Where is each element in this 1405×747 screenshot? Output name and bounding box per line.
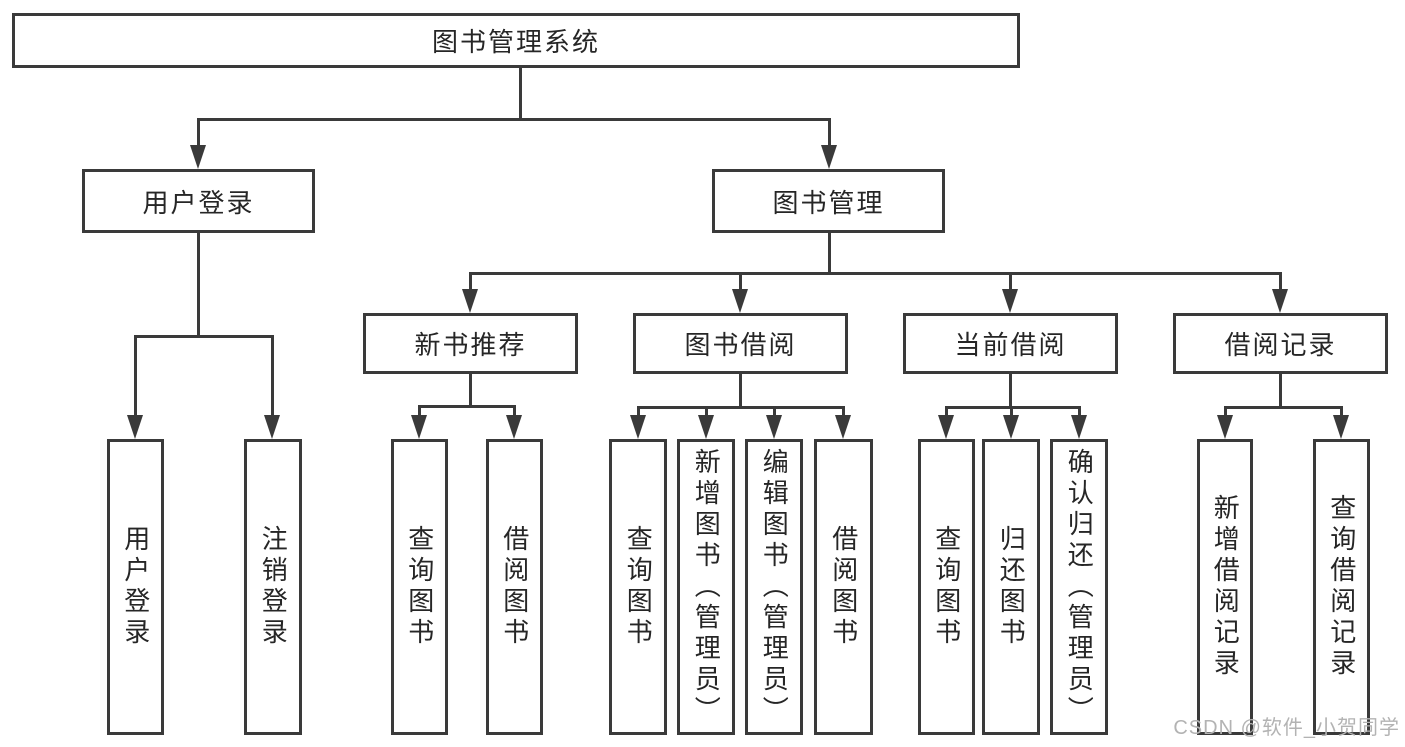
- arrowhead-down-icon: [1002, 289, 1018, 313]
- connector-vline: [637, 406, 640, 419]
- connector-vline: [773, 406, 776, 419]
- arrowhead-down-icon: [506, 415, 522, 439]
- node-library-management-system: 图书管理系统: [12, 13, 1020, 68]
- arrowhead-down-icon: [938, 415, 954, 439]
- arrowhead-down-icon: [411, 415, 427, 439]
- connector-vline: [271, 335, 274, 420]
- connector-vline: [1340, 406, 1343, 419]
- connector-hline: [945, 406, 1081, 409]
- leaf-nb-query-books: 查询图书: [391, 439, 448, 735]
- arrowhead-down-icon: [821, 145, 837, 169]
- leaf-br-query-borrow-record: 查询借阅记录: [1313, 439, 1370, 735]
- node-new-book-recommendation: 新书推荐: [363, 313, 578, 374]
- leaf-label: 归还图书: [996, 525, 1027, 649]
- leaf-label: 新增借阅记录: [1210, 494, 1241, 680]
- node-label: 新书推荐: [414, 330, 527, 360]
- arrowhead-down-icon: [462, 289, 478, 313]
- connector-vline: [1009, 372, 1012, 406]
- connector-vline: [739, 272, 742, 296]
- connector-vline: [739, 372, 742, 406]
- connector-hline: [1224, 406, 1342, 409]
- node-label: 图书管理: [772, 187, 885, 218]
- leaf-label: 注销登录: [258, 525, 289, 649]
- connector-vline: [418, 405, 421, 419]
- leaf-bb-add-book-admin: 新增图书（管理员）: [677, 439, 735, 735]
- connector-vline: [945, 406, 948, 419]
- leaf-label: 查询图书: [404, 525, 435, 649]
- connector-vline: [1009, 272, 1012, 296]
- connector-vline: [1078, 406, 1081, 419]
- connector-vline: [1279, 372, 1282, 406]
- leaf-label: 查询图书: [623, 525, 654, 649]
- connector-hline: [637, 406, 845, 409]
- connector-hline: [197, 118, 831, 121]
- connector-vline: [842, 406, 845, 419]
- arrowhead-down-icon: [127, 415, 143, 439]
- connector-vline: [1010, 406, 1013, 419]
- leaf-label: 确认归还（管理员）: [1064, 447, 1095, 727]
- arrowhead-down-icon: [1071, 415, 1087, 439]
- connector-vline: [705, 406, 708, 419]
- arrowhead-down-icon: [766, 415, 782, 439]
- node-label: 图书借阅: [684, 330, 797, 360]
- leaf-nb-borrow-books: 借阅图书: [486, 439, 543, 735]
- arrowhead-down-icon: [732, 289, 748, 313]
- leaf-br-add-borrow-record: 新增借阅记录: [1197, 439, 1253, 735]
- leaf-label: 编辑图书（管理员）: [759, 447, 790, 727]
- connector-vline: [197, 118, 200, 152]
- node-book-management: 图书管理: [712, 169, 945, 233]
- leaf-bb-borrow-books: 借阅图书: [814, 439, 873, 735]
- node-borrowing-records: 借阅记录: [1173, 313, 1388, 374]
- connector-hline: [418, 405, 516, 408]
- leaf-label: 借阅图书: [828, 525, 859, 649]
- arrowhead-down-icon: [1272, 289, 1288, 313]
- connector-vline: [519, 66, 522, 118]
- leaf-bb-edit-book-admin: 编辑图书（管理员）: [745, 439, 803, 735]
- leaf-label: 借阅图书: [499, 525, 530, 649]
- leaf-label: 新增图书（管理员）: [691, 447, 722, 727]
- leaf-logout-login: 注销登录: [244, 439, 302, 735]
- connector-vline: [469, 272, 472, 296]
- node-label: 用户登录: [142, 187, 255, 218]
- arrowhead-down-icon: [1333, 415, 1349, 439]
- connector-vline: [828, 231, 831, 272]
- node-user-login: 用户登录: [82, 169, 315, 233]
- leaf-cb-return-books: 归还图书: [982, 439, 1040, 735]
- watermark: CSDN @软件_小贺同学: [1173, 717, 1400, 739]
- arrowhead-down-icon: [1003, 415, 1019, 439]
- leaf-user-login: 用户登录: [107, 439, 164, 735]
- leaf-cb-query-books: 查询图书: [918, 439, 975, 735]
- connector-vline: [469, 372, 472, 405]
- arrowhead-down-icon: [698, 415, 714, 439]
- leaf-label: 查询借阅记录: [1326, 494, 1357, 680]
- node-label: 借阅记录: [1224, 330, 1337, 360]
- arrowhead-down-icon: [264, 415, 280, 439]
- connector-vline: [828, 118, 831, 152]
- leaf-label: 查询图书: [931, 525, 962, 649]
- connector-hline: [469, 272, 1282, 275]
- node-current-borrowing: 当前借阅: [903, 313, 1118, 374]
- leaf-bb-query-books: 查询图书: [609, 439, 667, 735]
- arrowhead-down-icon: [835, 415, 851, 439]
- leaf-cb-confirm-return-admin: 确认归还（管理员）: [1050, 439, 1108, 735]
- arrowhead-down-icon: [190, 145, 206, 169]
- arrowhead-down-icon: [1217, 415, 1233, 439]
- leaf-label: 用户登录: [120, 525, 151, 649]
- connector-vline: [1279, 272, 1282, 296]
- arrowhead-down-icon: [630, 415, 646, 439]
- connector-vline: [134, 335, 137, 420]
- node-label: 当前借阅: [954, 330, 1067, 360]
- connector-vline: [197, 231, 200, 335]
- node-book-borrowing: 图书借阅: [633, 313, 848, 374]
- connector-hline: [134, 335, 274, 338]
- connector-vline: [1224, 406, 1227, 419]
- connector-vline: [513, 405, 516, 419]
- node-label: 图书管理系统: [431, 27, 600, 57]
